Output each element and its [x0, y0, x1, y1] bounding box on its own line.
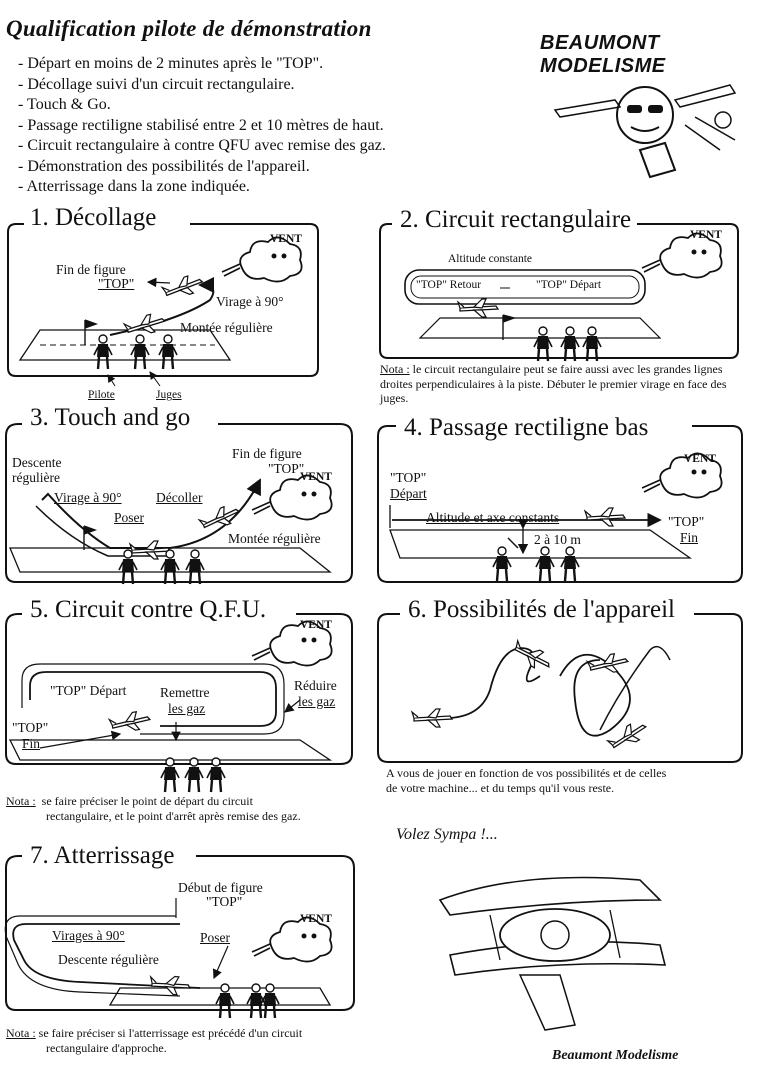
rule-item: - Démonstration des possibilités de l'ap…	[18, 157, 310, 175]
section-title: 6. Possibilités de l'appareil	[402, 596, 681, 624]
label-end-top: "TOP"	[668, 514, 705, 529]
label-land: Poser	[200, 930, 230, 945]
label-reduire: Réduire	[294, 678, 337, 693]
label-takeoff: Décoller	[156, 490, 203, 505]
section-title: 4. Passage rectiligne bas	[398, 414, 655, 442]
section-title: 7. Atterrissage	[24, 842, 181, 870]
rule-item: - Circuit rectangulaire à contre QFU ave…	[18, 137, 386, 154]
label-land: Poser	[114, 510, 144, 525]
label-descent: Descente	[12, 455, 62, 470]
rule-item: - Touch & Go.	[18, 96, 111, 113]
logo-illustration	[553, 84, 737, 179]
note-landing: Nota : se faire préciser si l'atterrissa…	[6, 1026, 366, 1055]
signature: Beaumont Modelisme	[552, 1048, 679, 1063]
wind-label: VENT	[690, 229, 722, 241]
biplane-illustration	[438, 876, 667, 1031]
wind-label: VENT	[300, 913, 332, 925]
note-circuit: Nota : le circuit rectangulaire peut se …	[380, 362, 742, 406]
note-text: se faire préciser le point de départ du …	[41, 794, 253, 808]
rule-item: - Atterrissage dans la zone indiquée.	[18, 178, 250, 195]
label-end-of-figure: Fin de figure	[232, 446, 302, 461]
section-title: 3. Touch and go	[24, 404, 197, 432]
rule-item: - Départ en moins de 2 minutes après le …	[18, 55, 324, 72]
label-depart: Départ	[390, 486, 427, 501]
sign-off: Volez Sympa !...	[396, 826, 498, 843]
label-end-of-figure: Fin de figure	[56, 262, 126, 277]
note-text-2: de votre machine... et du temps qu'il vo…	[386, 780, 615, 795]
note-label: Nota :	[380, 362, 410, 376]
label-end-top: "TOP"	[12, 720, 49, 735]
rules-list: - Départ en moins de 2 minutes après le …	[18, 54, 386, 198]
label-turns: Virages à 90°	[52, 928, 125, 943]
label-height: 2 à 10 m	[534, 532, 581, 547]
wind-label: VENT	[270, 233, 302, 245]
label-end: Fin	[680, 530, 699, 545]
note-possibilities: A vous de jouer en fonction de vos possi…	[386, 766, 746, 795]
label-reduire-2: les gaz	[298, 694, 336, 709]
label-end: Fin	[22, 736, 41, 751]
label-altitude-axis: Altitude et axe constants	[426, 510, 560, 525]
label-top: "TOP"	[98, 276, 135, 291]
page-title: Qualification pilote de démonstration	[6, 16, 372, 41]
note-text: se faire préciser si l'atterrissage est …	[38, 1026, 303, 1040]
label-top: "TOP"	[268, 461, 305, 476]
label-descent: Descente régulière	[58, 952, 159, 967]
label-pilot: Pilote	[88, 389, 115, 401]
label-remettre: Remettre	[160, 685, 210, 700]
label-climb: Montée régulière	[228, 531, 321, 546]
note-label: Nota :	[6, 794, 36, 808]
note-qfu: Nota : se faire préciser le point de dép…	[6, 794, 356, 823]
wind-label: VENT	[300, 471, 332, 483]
note-text-2: rectangulaire d'approche.	[46, 1040, 167, 1055]
label-depart-top: "TOP" Départ	[536, 279, 602, 291]
note-text-2: rectangulaire, et le point d'arrêt après…	[46, 808, 301, 823]
section-title: 2. Circuit rectangulaire	[394, 206, 638, 234]
wind-label: VENT	[300, 619, 332, 631]
label-altitude: Altitude constante	[448, 253, 532, 265]
label-turn: Virage à 90°	[54, 490, 122, 505]
note-label: Nota :	[6, 1026, 36, 1040]
brand-logo: BEAUMONT MODELISME	[540, 32, 666, 77]
section-title: 5. Circuit contre Q.F.U.	[24, 596, 273, 624]
wind-label: VENT	[684, 453, 716, 465]
label-turn: Virage à 90°	[216, 294, 284, 309]
label-start: Début de figure	[178, 880, 263, 895]
rule-item: - Décollage suivi d'un circuit rectangul…	[18, 75, 295, 93]
label-return-top: "TOP" Retour	[416, 279, 482, 291]
label-start-top: "TOP"	[206, 894, 243, 909]
label-judges: Juges	[156, 389, 182, 401]
section-title: 1. Décollage	[24, 204, 163, 232]
note-text: le circuit rectangulaire peut se faire a…	[380, 362, 727, 405]
label-depart-top: "TOP" Départ	[50, 683, 127, 698]
label-remettre-2: les gaz	[168, 701, 206, 716]
label-descent-2: régulière	[12, 470, 60, 485]
label-climb: Montée régulière	[180, 320, 273, 335]
label-top: "TOP"	[390, 470, 427, 485]
rule-item: - Passage rectiligne stabilisé entre 2 e…	[18, 116, 384, 134]
note-text: A vous de jouer en fonction de vos possi…	[386, 766, 667, 780]
